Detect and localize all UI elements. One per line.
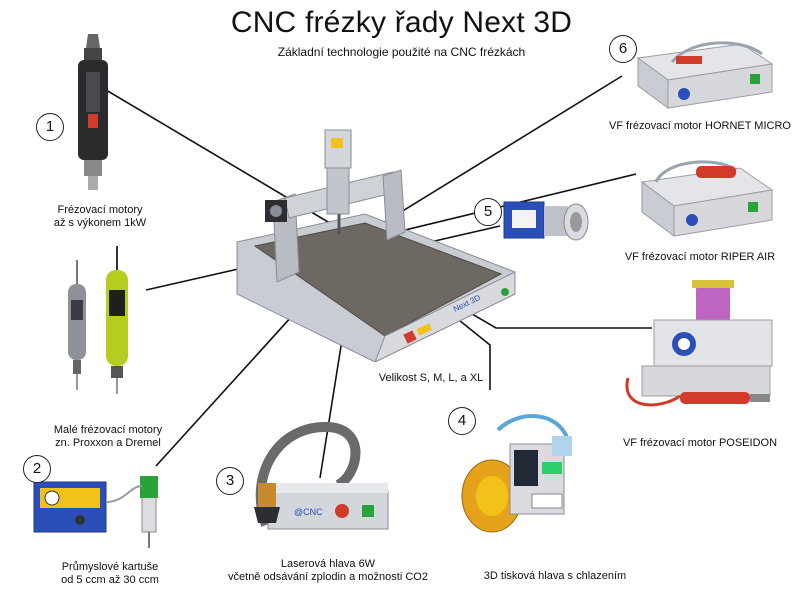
badge-1: 1: [36, 113, 64, 141]
z-axis-plate: [324, 129, 352, 169]
machine-table: [253, 222, 503, 337]
machine-red-button: [403, 330, 417, 344]
caption-printhead: 3D tisková hlava s chlazením: [483, 570, 627, 582]
cartridge-dispenser-image: [33, 476, 158, 548]
caption-spindle: Frézovací motory až s výkonem 1kW: [20, 204, 180, 230]
cnc-machine-illustration: Next 3D: [236, 129, 516, 362]
page-title: CNC frézky řady Next 3D: [230, 6, 573, 39]
gantry-right-side: [382, 169, 406, 241]
badge-2: 2: [23, 455, 51, 483]
machine-green-button: [501, 288, 509, 296]
caption-cartridge: Průmyslové kartuše od 5 ccm až 30 ccm: [30, 561, 190, 587]
caption-spindle-line2: až s výkonem 1kW: [53, 217, 147, 229]
poseidon-image: [625, 280, 773, 407]
module-5-image: [503, 201, 589, 241]
caption-small-line2: zn. Proxxon a Dremel: [55, 437, 161, 449]
spindle-motor-image: [78, 34, 108, 190]
badge-5: 5: [474, 198, 502, 226]
caption-poseidon: VF frézovací motor POSEIDON: [622, 437, 778, 449]
caption-small-motors: Malé frézovací motory zn. Proxxon a Drem…: [28, 424, 188, 450]
caption-small-line1: Malé frézovací motory: [53, 424, 163, 436]
laser-head-image: @CNC: [254, 421, 389, 530]
connector-hornet: [361, 75, 623, 237]
caption-riper: VF frézovací motor RIPER AIR: [624, 251, 776, 263]
caption-laser: Laserová hlava 6W včetně odsávání zplodi…: [218, 558, 438, 584]
caption-spindle-line1: Frézovací motory: [57, 204, 143, 216]
badge-4: 4: [448, 407, 476, 435]
hornet-micro-image: [636, 41, 774, 109]
printhead-image: [461, 414, 572, 533]
caption-laser-line2: včetně odsávání zplodin a možnosti CO2: [228, 571, 428, 583]
z-axis-warning-label: [331, 138, 343, 148]
z-axis-carriage: [326, 167, 350, 215]
page-subtitle: Základní technologie použité na CNC fréz…: [277, 45, 526, 59]
caption-cartridge-line2: od 5 ccm až 30 ccm: [61, 574, 159, 586]
badge-6: 6: [609, 35, 637, 63]
laser-brand-text: @CNC: [294, 507, 323, 517]
badge-3: 3: [216, 467, 244, 495]
riper-air-image: [640, 160, 774, 237]
machine-yellow-label: [416, 323, 433, 336]
caption-hornet: VF frézovací motor HORNET MICRO: [609, 120, 791, 132]
small-motors-image: [68, 246, 128, 394]
caption-laser-line1: Laserová hlava 6W: [280, 558, 376, 570]
caption-cartridge-line1: Průmyslové kartuše: [61, 561, 159, 573]
caption-sizes: Velikost S, M, L, a XL: [378, 372, 484, 384]
